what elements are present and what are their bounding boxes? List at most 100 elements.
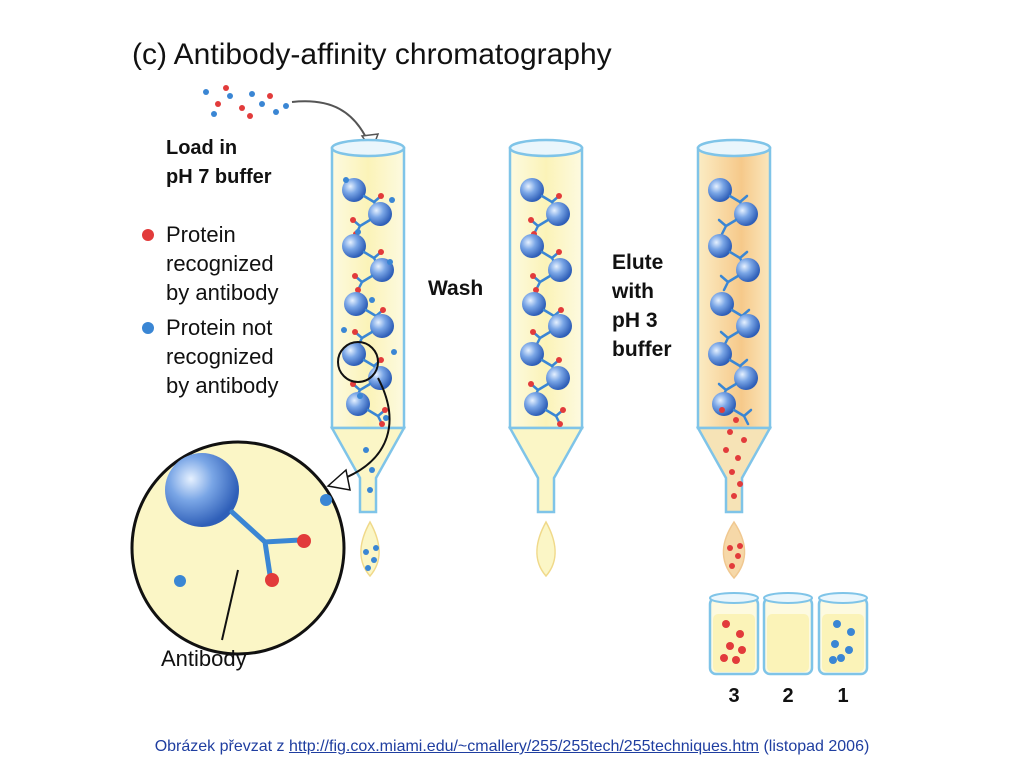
red-protein-dot — [247, 113, 253, 119]
red-protein-dot — [736, 630, 744, 638]
red-protein-dot — [528, 217, 534, 223]
red-protein-dot — [530, 329, 536, 335]
red-protein-dot — [731, 493, 737, 499]
blue-protein-dot — [371, 557, 377, 563]
antibody — [732, 408, 753, 426]
resin-bead — [342, 234, 366, 258]
elute-label-line2: with — [611, 280, 654, 303]
red-protein-dot — [720, 654, 728, 662]
resin-bead — [734, 202, 758, 226]
red-protein-dot — [382, 407, 388, 413]
blue-protein-dot — [369, 467, 375, 473]
red-protein-dot — [556, 357, 562, 363]
red-protein-dot — [727, 545, 733, 551]
blue-protein-dot — [363, 549, 369, 555]
zoom-red-protein — [297, 534, 311, 548]
blue-protein-dot — [249, 91, 255, 97]
blue-protein-dot — [373, 545, 379, 551]
red-protein-dot — [560, 407, 566, 413]
fraction-liquid — [767, 614, 809, 672]
red-protein-dot — [735, 455, 741, 461]
resin-bead — [734, 366, 758, 390]
red-protein-dot — [350, 217, 356, 223]
red-protein-dot — [556, 249, 562, 255]
resin-bead — [346, 392, 370, 416]
resin-bead — [710, 292, 734, 316]
resin-bead — [736, 314, 760, 338]
column-load — [329, 138, 407, 578]
caption-suffix: (listopad 2006) — [759, 738, 870, 755]
zoom-red-protein — [265, 573, 279, 587]
blue-protein-dot — [383, 415, 389, 421]
red-protein-dot — [530, 273, 536, 279]
red-protein-dot — [732, 656, 740, 664]
red-protein-dot — [355, 287, 361, 293]
resin-bead — [342, 342, 366, 366]
resin-bead — [344, 292, 368, 316]
red-protein-dot — [556, 193, 562, 199]
resin-bead — [520, 178, 544, 202]
column-elute — [695, 138, 773, 580]
column-rim — [330, 138, 406, 158]
blue-protein-dot — [837, 654, 845, 662]
zoom-blue-protein — [174, 575, 186, 587]
red-protein-dot — [223, 85, 229, 91]
blue-protein-dot — [389, 197, 395, 203]
red-protein-dot — [737, 543, 743, 549]
blue-protein-dot — [833, 620, 841, 628]
legend-not-recognized-line2: recognized — [166, 344, 274, 369]
blue-protein-dot — [273, 109, 279, 115]
blue-protein-dot — [357, 393, 363, 399]
source-link[interactable]: http://fig.cox.miami.edu/~cmallery/255/2… — [288, 738, 760, 755]
zoom-circle — [130, 440, 346, 656]
fraction-liquid — [822, 614, 864, 672]
zoom-arrow — [339, 377, 391, 481]
load-label-line2: pH 7 buffer — [166, 166, 272, 188]
blue-protein-dot — [343, 177, 349, 183]
elute-label-line3: pH 3 — [612, 309, 658, 332]
legend-not-recognized-line3: by antibody — [166, 373, 279, 398]
red-protein-dot — [741, 437, 747, 443]
elute-label-line1: Elute — [612, 251, 663, 274]
resin-bead — [712, 392, 736, 416]
blue-protein-dot — [367, 487, 373, 493]
blue-protein-dot — [847, 628, 855, 636]
resin-bead — [708, 342, 732, 366]
resin-bead — [708, 178, 732, 202]
red-protein-dot — [726, 642, 734, 650]
resin-bead — [520, 342, 544, 366]
protein-mixture — [203, 85, 289, 119]
red-protein-dot — [723, 447, 729, 453]
red-protein-dot — [727, 429, 733, 435]
red-protein-dot — [528, 381, 534, 387]
red-protein-dot — [215, 101, 221, 107]
zoom-bead — [165, 453, 239, 527]
red-protein-dot — [352, 329, 358, 335]
blue-protein-dot — [203, 89, 209, 95]
blue-protein-dot — [831, 640, 839, 648]
red-protein-dot — [380, 307, 386, 313]
column-rim — [508, 138, 584, 158]
blue-protein-dot — [211, 111, 217, 117]
red-protein-dot — [558, 307, 564, 313]
legend-recognized-line1: Protein — [166, 222, 236, 247]
resin-bead — [736, 258, 760, 282]
red-protein-dot — [239, 105, 245, 111]
resin-bead — [522, 292, 546, 316]
column-spout — [507, 426, 585, 514]
resin-bead — [370, 314, 394, 338]
red-protein-dot — [722, 620, 730, 628]
resin-bead — [546, 202, 570, 226]
resin-bead — [548, 258, 572, 282]
legend-recognized-line2: recognized — [166, 251, 274, 276]
blue-protein-dot — [363, 447, 369, 453]
red-protein-dot — [267, 93, 273, 99]
blue-protein-dot — [341, 327, 347, 333]
fraction-label-1: 1 — [837, 685, 848, 707]
diagram-title: (c) Antibody-affinity chromatography — [132, 38, 612, 71]
antibody — [719, 274, 740, 292]
red-protein-dot — [378, 357, 384, 363]
red-protein-dot — [378, 193, 384, 199]
blue-protein-legend-dot — [142, 322, 154, 334]
fraction-label-2: 2 — [782, 685, 793, 707]
